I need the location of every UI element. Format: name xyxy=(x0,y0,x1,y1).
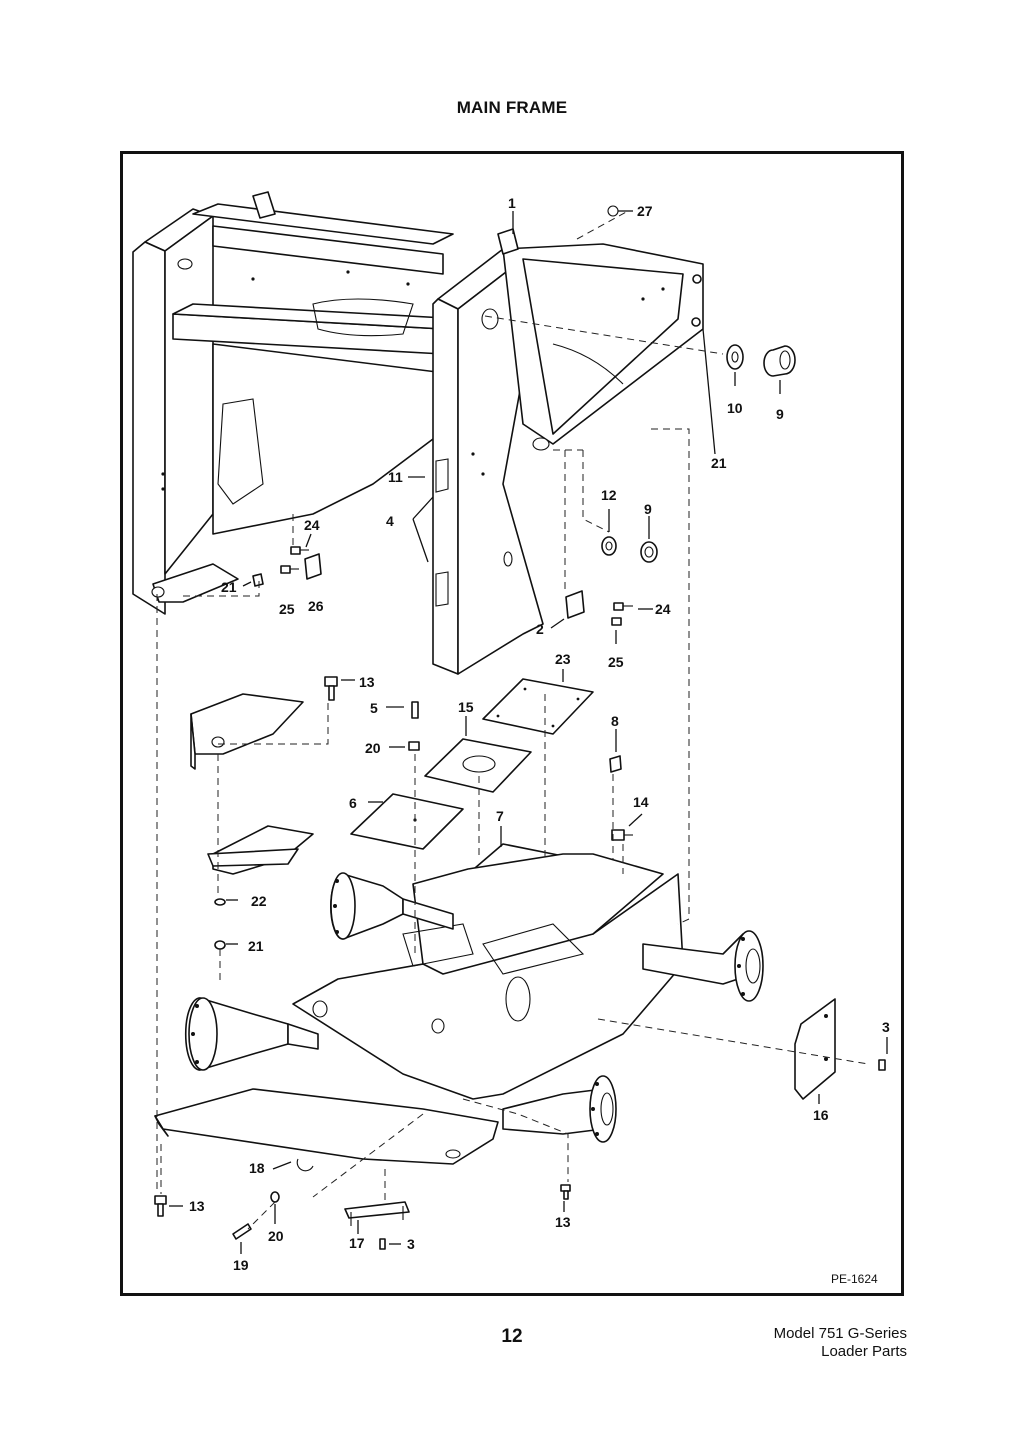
callout-13-left: 13 xyxy=(189,1198,205,1214)
callout-17: 17 xyxy=(349,1235,365,1251)
callout-labels: 1 27 10 9 21 11 4 24 12 9 21 25 26 24 2 … xyxy=(189,195,890,1273)
side-shield-16 xyxy=(794,998,836,1100)
callout-13-upper: 13 xyxy=(359,674,375,690)
small-fasteners-middle xyxy=(214,676,633,950)
callout-10: 10 xyxy=(727,400,743,416)
callout-20-upper: 20 xyxy=(365,740,381,756)
callout-4: 4 xyxy=(386,513,394,529)
callout-9-upper: 9 xyxy=(776,406,784,422)
callout-21-upper: 21 xyxy=(711,455,727,471)
callout-1: 1 xyxy=(508,195,516,211)
callout-16: 16 xyxy=(813,1107,829,1123)
callout-5: 5 xyxy=(370,700,378,716)
callout-8: 8 xyxy=(611,713,619,729)
callout-24-left: 24 xyxy=(304,517,320,533)
callout-25-right: 25 xyxy=(608,654,624,670)
assembly-lines xyxy=(156,210,869,1230)
callout-19: 19 xyxy=(233,1257,249,1273)
callout-26: 26 xyxy=(308,598,324,614)
side-rail-brackets xyxy=(435,458,449,607)
small-fasteners-lower xyxy=(154,1059,886,1250)
footer-model-name: Model 751 G-Series xyxy=(773,1325,907,1342)
lower-chassis xyxy=(154,853,764,1172)
callout-3-right: 3 xyxy=(882,1019,890,1035)
callout-13-right: 13 xyxy=(555,1214,571,1230)
pivot-hardware xyxy=(601,274,796,563)
floor-plates xyxy=(190,678,594,890)
callout-3-bottom: 3 xyxy=(407,1236,415,1252)
exploded-parts-diagram: 1 27 10 9 21 11 4 24 12 9 21 25 26 24 2 … xyxy=(120,151,904,1296)
leader-lines xyxy=(169,205,888,1254)
callout-18: 18 xyxy=(249,1160,265,1176)
callout-21-lower: 21 xyxy=(248,938,264,954)
callout-15: 15 xyxy=(458,699,474,715)
callout-6: 6 xyxy=(349,795,357,811)
callout-9-lower: 9 xyxy=(644,501,652,517)
callout-21-left: 21 xyxy=(221,579,237,595)
callout-22: 22 xyxy=(251,893,267,909)
diagram-canvas: 1 27 10 9 21 11 4 24 12 9 21 25 26 24 2 … xyxy=(132,191,890,1286)
footer-model-info: Model 751 G-Series Loader Parts xyxy=(774,1325,907,1361)
callout-7: 7 xyxy=(496,808,504,824)
callout-25-left: 25 xyxy=(279,601,295,617)
page-number: 12 xyxy=(501,1326,523,1347)
callout-12: 12 xyxy=(601,487,617,503)
diagram-reference-code: PE-1624 xyxy=(831,1272,878,1286)
footer-document-type: Loader Parts xyxy=(821,1343,907,1360)
callout-2: 2 xyxy=(536,621,544,637)
callout-23: 23 xyxy=(555,651,571,667)
callout-24-right: 24 xyxy=(655,601,671,617)
callout-20-lower: 20 xyxy=(268,1228,284,1244)
callout-14: 14 xyxy=(633,794,649,810)
main-frame-weldment xyxy=(132,191,704,675)
page-title: MAIN FRAME xyxy=(456,98,568,117)
callout-27: 27 xyxy=(637,203,653,219)
callout-11: 11 xyxy=(388,469,403,485)
small-fasteners-upper xyxy=(252,546,633,626)
